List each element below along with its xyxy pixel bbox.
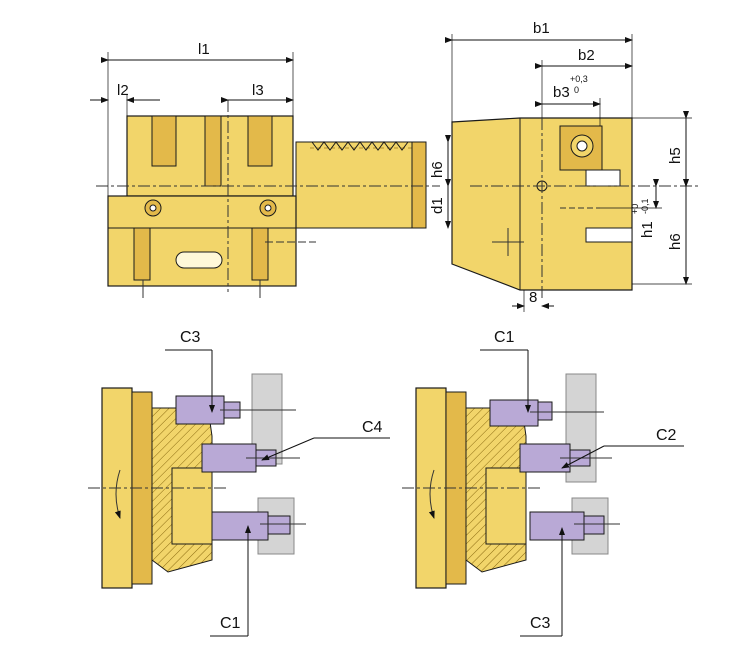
dim-b3-tol-upper: +0,3 [570,74,588,84]
front-view: l1 l2 l3 h6 d1 [90,41,451,298]
dim-h1: h1 [639,221,656,238]
callout-right-top: C1 [494,329,515,346]
dim-8: 8 [529,289,537,306]
dim-b2: b2 [578,47,595,64]
dim-d1: d1 [429,197,446,214]
callout-right-middle: C2 [656,427,677,444]
right-setup: C1 C2 C3 [402,329,684,637]
dim-l2: l2 [117,82,129,99]
dim-l1: l1 [198,41,210,58]
dim-b3-tol-lower: 0 [574,85,579,95]
callout-left-bottom: C1 [220,615,241,632]
dim-h1-tol-lower: -0,1 [640,198,650,214]
callout-left-top: C3 [180,329,201,346]
left-setup: C3 C4 C1 [88,329,390,637]
dim-h1-tol-upper: +0 [630,204,640,214]
callout-left-middle: C4 [362,419,383,436]
dim-h6-side: h6 [667,233,684,250]
callout-right-bottom: C3 [530,615,551,632]
side-view: b1 b2 b3 +0,3 0 h5 h6 h1 +0 -0,1 8 [445,20,700,312]
dim-b1: b1 [533,20,550,37]
dim-l3: l3 [252,82,264,99]
dim-h5: h5 [667,147,684,164]
dim-b3: b3 [553,84,570,101]
dim-h6-front: h6 [429,161,446,178]
